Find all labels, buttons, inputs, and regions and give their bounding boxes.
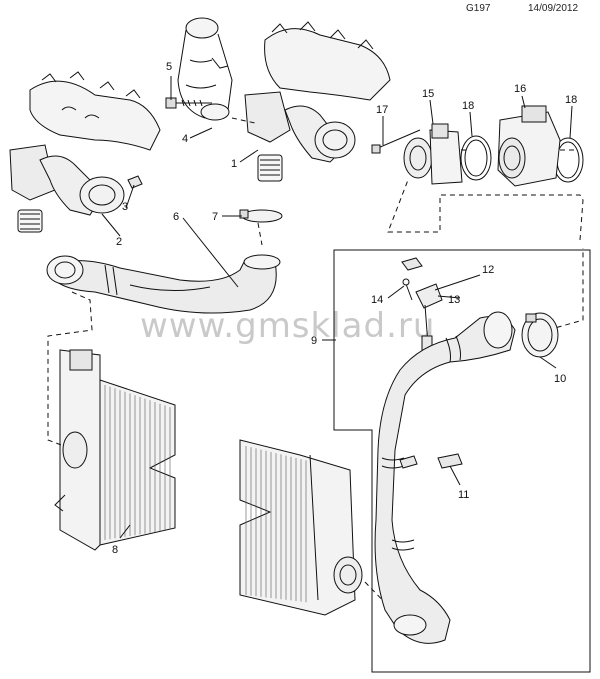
throttle-body-15 [403,123,463,185]
sensor-assembly [401,257,443,355]
callout-15: 15 [422,88,434,100]
hose-clamp-7 [239,209,283,223]
clip-3 [127,175,143,189]
callout-13: 13 [448,294,460,306]
callout-1: 1 [231,158,237,170]
callout-14: 14 [371,294,383,306]
callout-6: 6 [173,211,179,223]
callout-10: 10 [554,373,566,385]
throttle-body-16 [497,105,561,187]
bolt-17 [371,129,421,154]
exhaust-elbow-pipe [177,17,233,121]
hose-clamp-10 [521,312,559,358]
clip-11 [399,453,463,469]
diagram-date: 14/09/2012 [528,3,579,14]
bolt-5 [165,97,212,109]
callout-labels: 1 2 3 4 5 6 7 8 9 10 11 12 13 14 15 16 1… [112,61,577,556]
callout-4: 4 [182,133,188,145]
callout-5: 5 [166,61,172,73]
leader-lines [101,76,573,539]
callout-18b: 18 [565,94,577,106]
charge-air-pipe [46,254,281,314]
callout-3: 3 [122,201,128,213]
callout-7: 7 [212,211,218,223]
callout-8: 8 [112,544,118,556]
callout-9: 9 [311,335,317,347]
seal-ring-18a [460,135,492,181]
diagram-code: G197 [466,3,491,14]
turbocharger-left [9,71,161,233]
intake-hose-assembly [374,311,516,644]
callout-18a: 18 [462,100,474,112]
callout-12: 12 [482,264,494,276]
turbocharger-center [244,21,391,182]
intercooler-front [54,349,176,551]
callout-17: 17 [376,104,388,116]
callout-11: 11 [458,489,469,501]
watermark: www.gmsklad.ru [140,306,436,346]
intercooler-rear [239,439,363,616]
callout-16: 16 [514,83,526,95]
assembly-9-outline [333,249,591,673]
callout-2: 2 [116,236,122,248]
